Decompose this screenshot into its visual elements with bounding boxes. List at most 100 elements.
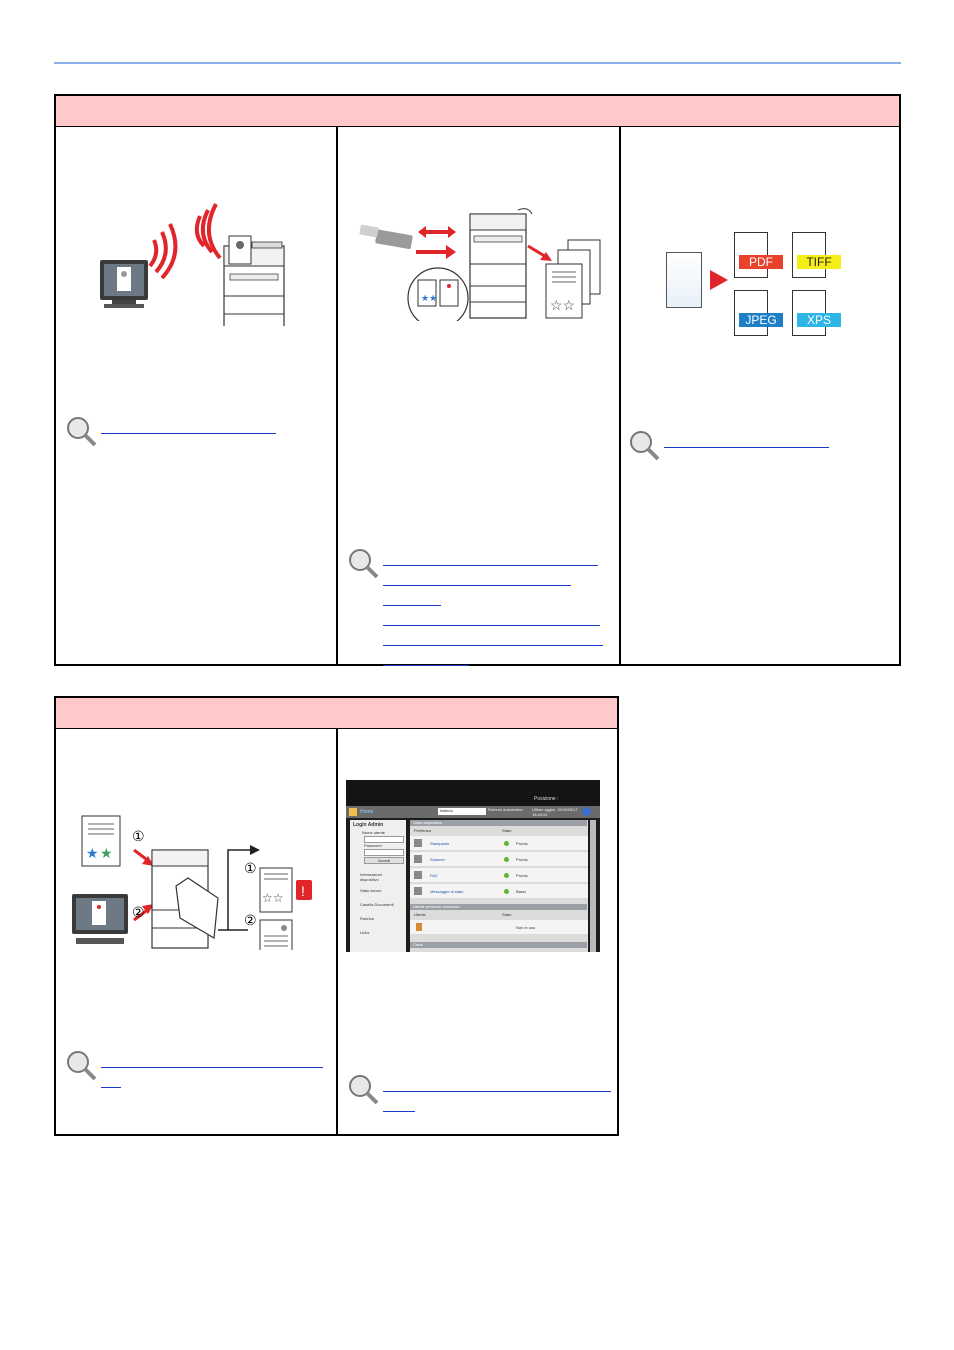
xps-label: XPS <box>807 313 831 327</box>
tiff-file-icon: TIFF <box>792 232 826 278</box>
reference-link-group <box>346 1072 611 1112</box>
ws-home-link[interactable]: Home <box>360 809 373 815</box>
ws-login-button[interactable]: Accedi <box>364 857 404 864</box>
wireless-print-illustration <box>84 196 324 326</box>
reference-link[interactable] <box>101 1068 121 1088</box>
reference-link[interactable] <box>383 1072 611 1092</box>
step-1-marker: ① <box>132 828 145 845</box>
magnifier-icon <box>64 1048 98 1082</box>
feature-table-bottom: ★★ ☆☆ ! ① <box>54 696 619 1136</box>
ws-device-state: Pronto <box>516 841 528 846</box>
ws-side-item[interactable]: Casella Documenti <box>360 902 394 907</box>
table-header-bar <box>56 96 899 127</box>
ws-user-state: Non in uso <box>516 925 535 930</box>
table-header-bar <box>56 698 617 729</box>
fax-icon <box>414 871 422 879</box>
ws-section-device: Stato dispositivo <box>410 820 587 826</box>
svg-text:★: ★ <box>86 845 99 861</box>
printer-icon <box>414 839 422 847</box>
reference-link-group <box>64 1048 323 1088</box>
ws-last-update: Ultimo aggior. 2019/05/17 18:40:51 <box>532 807 578 817</box>
svg-text:★★: ★★ <box>421 293 437 303</box>
magnifier-icon <box>64 414 98 448</box>
page-top-rule <box>54 62 901 64</box>
status-dot <box>504 841 509 846</box>
svg-text:!: ! <box>301 883 305 899</box>
magnifier-icon <box>627 428 661 462</box>
svg-text:☆☆: ☆☆ <box>262 891 284 905</box>
reference-link[interactable] <box>664 428 829 448</box>
reference-link[interactable] <box>101 414 276 434</box>
user-icon <box>416 923 422 931</box>
ws-password-label: Password <box>364 843 382 848</box>
pdf-label: PDF <box>749 255 773 269</box>
reference-link[interactable] <box>383 626 603 646</box>
ws-scrollbar[interactable] <box>590 820 596 952</box>
feature-cell-wireless <box>56 126 336 664</box>
reference-link[interactable] <box>383 646 469 666</box>
ws-side-item[interactable]: Informazioni dispositivo <box>360 872 400 882</box>
magnifier-icon <box>346 1072 380 1106</box>
ws-main: Stato dispositivo Periferica Stato Stamp… <box>410 820 588 952</box>
ws-section-user: Utente presente connesso <box>410 904 587 910</box>
reference-link[interactable] <box>383 586 441 606</box>
ws-device-row: Messaggio di stato Bassi <box>410 884 588 898</box>
ws-name-field[interactable] <box>364 836 404 843</box>
ws-col-pref: Periferica <box>414 828 431 833</box>
reference-link-group <box>64 414 276 448</box>
ws-device-row: Stampante Pronto <box>410 836 588 850</box>
feature-cell-file-formats: PDF TIFF JPEG XPS <box>621 126 899 664</box>
reference-link[interactable] <box>101 1048 323 1068</box>
ws-side-item[interactable]: Stato lavoro <box>360 888 381 893</box>
jpeg-file-icon: JPEG <box>734 290 768 336</box>
ws-device-state: Pronto <box>516 873 528 878</box>
web-server-screenshot: Posizione : Home Italiano Refresh automa… <box>346 780 600 952</box>
svg-text:★: ★ <box>100 845 113 861</box>
ws-password-field[interactable] <box>364 849 404 856</box>
ws-login-title: Login Admin <box>353 822 383 828</box>
ws-col-state: Stato <box>502 828 511 833</box>
tiff-badge: TIFF <box>797 255 841 269</box>
ws-language-select[interactable]: Italiano <box>438 808 486 815</box>
refresh-icon[interactable] <box>582 807 591 816</box>
ws-topbar: Posizione : <box>346 780 600 806</box>
source-document-icon <box>666 252 702 308</box>
home-icon[interactable] <box>349 808 357 816</box>
ws-position: Posizione : <box>534 796 558 802</box>
message-icon <box>414 887 422 895</box>
magnifier-icon <box>346 546 380 580</box>
reference-link-group <box>346 546 603 666</box>
reference-link[interactable] <box>383 546 598 566</box>
reference-link[interactable] <box>383 566 571 586</box>
ws-side-item[interactable]: Rubrica <box>360 916 374 921</box>
step-1-marker: ① <box>244 860 257 877</box>
duplex-print-illustration: ★★ ☆☆ <box>352 206 607 321</box>
feature-cell-web-server: Posizione : Home Italiano Refresh automa… <box>338 728 617 1134</box>
step-2-marker: ② <box>132 904 145 921</box>
reference-link[interactable] <box>383 1092 415 1112</box>
reference-link-group <box>627 428 829 462</box>
ws-device-name[interactable]: Messaggio di stato <box>430 889 463 894</box>
document-box-illustration: ★★ ☆☆ ! <box>68 810 318 950</box>
reference-link[interactable] <box>383 606 600 626</box>
ws-col-user: Utente <box>414 912 426 917</box>
status-dot <box>504 857 509 862</box>
ws-device-name[interactable]: Scanner <box>430 857 445 862</box>
ws-device-state: Bassi <box>516 889 526 894</box>
ws-side-item[interactable]: Links <box>360 930 369 935</box>
ws-name-label: Nome utente <box>362 830 385 835</box>
ws-device-name[interactable]: FAX <box>430 873 438 878</box>
status-dot <box>504 889 509 894</box>
ws-device-row: FAX Pronto <box>410 868 588 882</box>
pdf-file-icon: PDF <box>734 232 768 278</box>
feature-cell-document-box: ★★ ☆☆ ! ① <box>56 728 336 1134</box>
scanner-icon <box>414 855 422 863</box>
ws-device-name[interactable]: Stampante <box>430 841 449 846</box>
xps-file-icon: XPS <box>792 290 826 336</box>
svg-text:☆☆: ☆☆ <box>550 297 575 313</box>
jpeg-label: JPEG <box>745 313 776 327</box>
ws-device-state: Pronto <box>516 857 528 862</box>
ws-refresh[interactable]: Refresh automatico <box>488 807 528 812</box>
tiff-label: TIFF <box>806 255 831 269</box>
file-format-illustration: PDF TIFF JPEG XPS <box>666 232 856 338</box>
